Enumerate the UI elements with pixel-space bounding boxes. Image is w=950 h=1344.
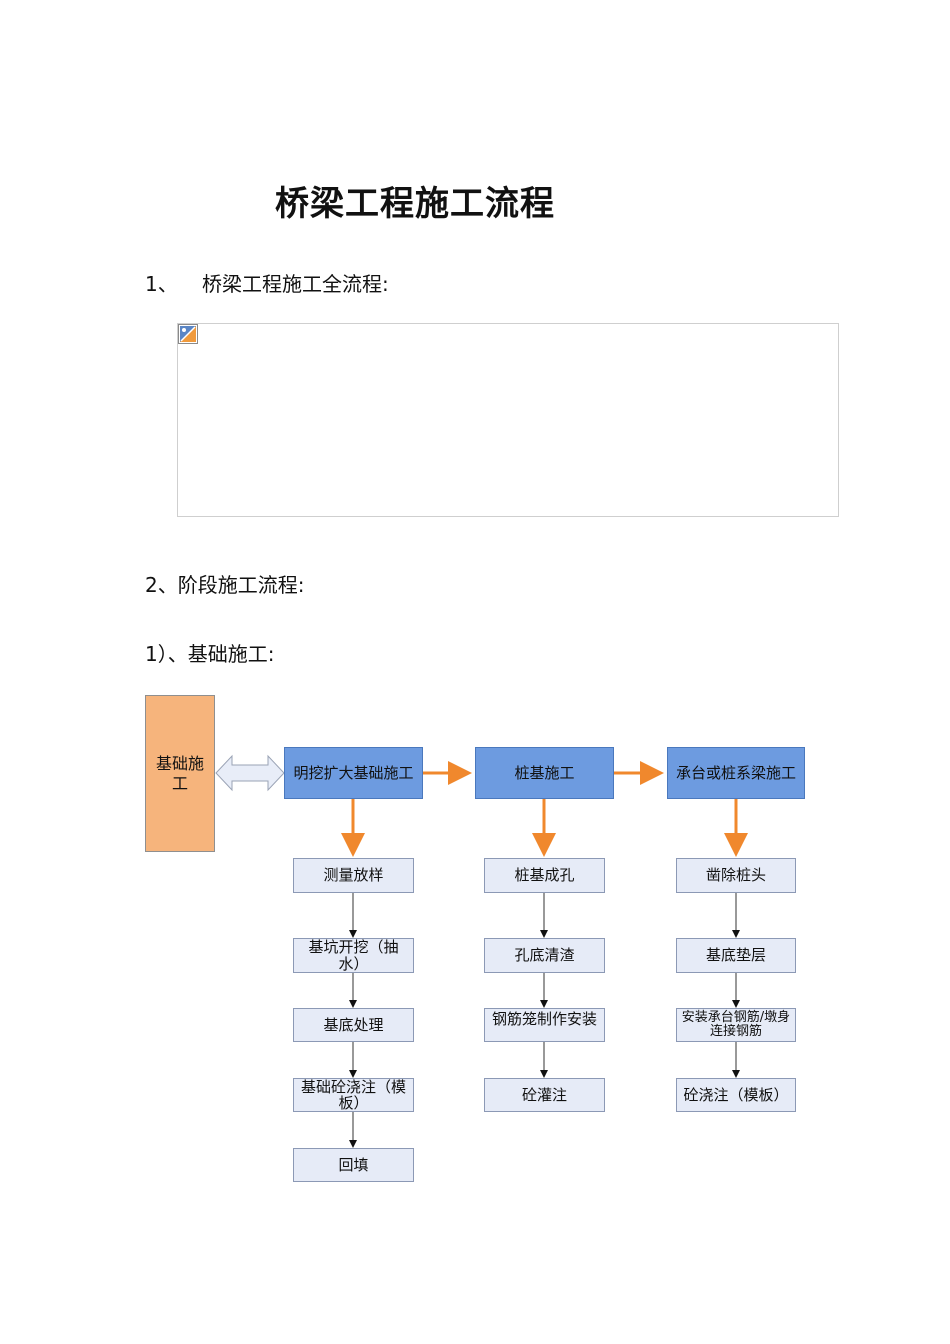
section-1-number: 1、: [145, 272, 178, 296]
branch-1-label: 明挖扩大基础施工: [293, 763, 414, 782]
step-node: 孔底清渣: [484, 938, 605, 973]
image-placeholder: [177, 323, 839, 517]
step-node: 砼浇注（模板）: [676, 1078, 796, 1112]
subsection-1-heading: 1）、基础施工:: [145, 642, 275, 666]
step-label: 测量放样: [323, 866, 384, 885]
step-node: 安装承台钢筋/墩身连接钢筋: [676, 1008, 796, 1042]
step-node: 回填: [293, 1148, 414, 1182]
step-node: 测量放样: [293, 858, 414, 893]
branch-2-label: 桩基施工: [514, 763, 575, 782]
step-label: 砼浇注（模板）: [683, 1085, 789, 1104]
section-1-heading: 桥梁工程施工全流程:: [202, 272, 389, 296]
step-node: 凿除桩头: [676, 858, 796, 893]
step-label: 基底处理: [323, 1015, 384, 1034]
step-label: 基础砼浇注（模板）: [300, 1077, 406, 1112]
branch-3-label: 承台或桩系梁施工: [675, 763, 796, 782]
root-node-foundation: 基础施工: [145, 695, 215, 852]
step-label: 安装承台钢筋/墩身连接钢筋: [681, 1009, 791, 1039]
step-node: 基础砼浇注（模板）: [293, 1078, 414, 1112]
step-node: 基坑开挖（抽水）: [293, 938, 414, 973]
broken-image-icon: [178, 324, 198, 344]
step-label: 砼灌注: [521, 1085, 567, 1104]
branch-1-node: 明挖扩大基础施工: [284, 747, 423, 799]
step-node: 基底处理: [293, 1008, 414, 1042]
step-node: 砼灌注: [484, 1078, 605, 1112]
step-node: 钢筋笼制作安装: [484, 1008, 605, 1042]
step-node: 桩基成孔: [484, 858, 605, 893]
double-arrow-icon: [215, 754, 285, 792]
step-label: 桩基成孔: [514, 866, 575, 885]
root-node-label: 基础施工: [155, 753, 204, 793]
document-title: 桥梁工程施工流程: [275, 184, 555, 224]
step-label: 回填: [338, 1155, 369, 1174]
step-label: 基底垫层: [705, 946, 766, 965]
step-label: 孔底清渣: [514, 946, 575, 965]
step-node: 基底垫层: [676, 938, 796, 973]
branch-3-node: 承台或桩系梁施工: [667, 747, 805, 799]
branch-2-node: 桩基施工: [475, 747, 614, 799]
step-label: 基坑开挖（抽水）: [308, 938, 399, 973]
step-label: 凿除桩头: [705, 866, 766, 885]
step-label: 钢筋笼制作安装: [491, 1010, 597, 1028]
section-2-heading: 2、阶段施工流程:: [145, 573, 305, 597]
